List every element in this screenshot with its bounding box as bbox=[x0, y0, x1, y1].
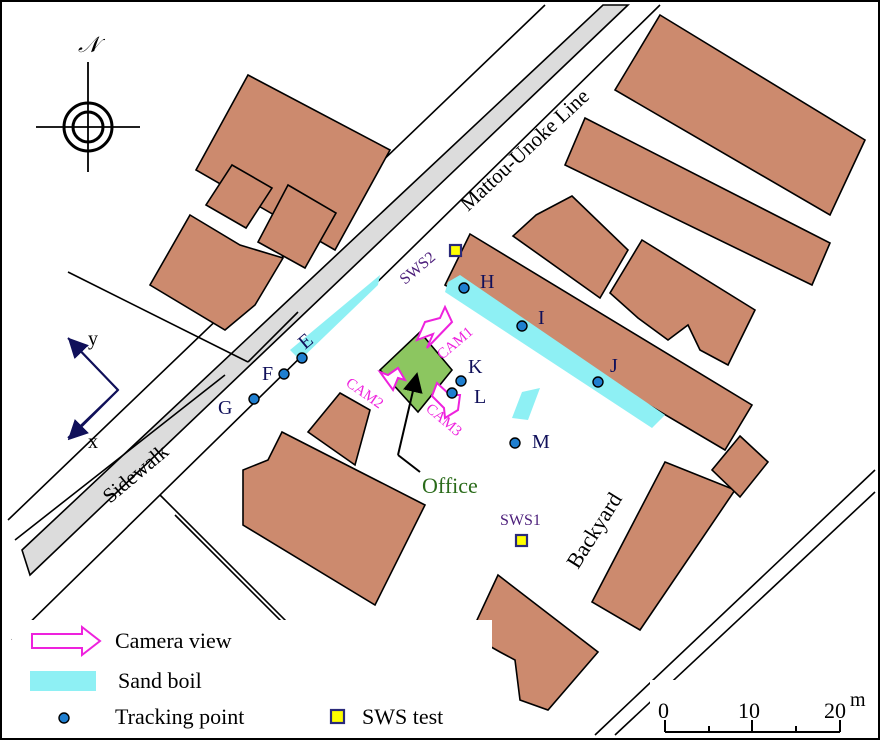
scale-tick-0: 0 bbox=[658, 698, 669, 723]
tracking-point-m bbox=[509, 437, 521, 449]
sws1-marker bbox=[514, 533, 529, 548]
scale-tick-10: 10 bbox=[738, 698, 760, 723]
label-k: K bbox=[468, 356, 483, 378]
cam1-arrow bbox=[415, 304, 454, 349]
sws2-marker bbox=[448, 243, 463, 258]
tracking-point-f bbox=[278, 368, 290, 380]
tracking-points: H I J K L M E F G bbox=[218, 271, 618, 453]
scale-bar: 0 10 20 m bbox=[650, 680, 878, 738]
tracking-point-e bbox=[296, 352, 308, 364]
cam2-arrow bbox=[377, 366, 408, 393]
axis-x-label: x bbox=[88, 431, 98, 453]
legend-sandboil-icon bbox=[30, 671, 96, 691]
legend-camera-label: Camera view bbox=[115, 628, 232, 653]
legend-camera-icon bbox=[31, 624, 102, 658]
legend-tracking-icon bbox=[58, 712, 70, 724]
tracking-point-g bbox=[248, 393, 260, 405]
sand-boils bbox=[290, 275, 665, 428]
label-f: F bbox=[262, 363, 273, 385]
label-j: J bbox=[610, 355, 618, 377]
sws1-label: SWS1 bbox=[500, 512, 541, 529]
legend-sandboil-label: Sand boil bbox=[118, 668, 202, 693]
legend-sws-icon bbox=[329, 708, 346, 725]
axis-y-label: y bbox=[88, 328, 98, 350]
legend-tracking-label: Tracking point bbox=[115, 704, 244, 729]
legend: Camera view Sand boil Tracking point SWS… bbox=[12, 620, 492, 736]
label-g: G bbox=[218, 397, 232, 419]
scale-unit: m bbox=[850, 689, 866, 711]
local-axes: y x bbox=[67, 328, 120, 453]
tracking-point-i bbox=[516, 320, 528, 332]
buildings bbox=[148, 13, 867, 711]
sidewalk-band bbox=[21, 4, 630, 577]
tracking-point-l bbox=[446, 387, 458, 399]
label-l: L bbox=[474, 386, 486, 408]
tracking-point-j bbox=[592, 376, 604, 388]
tracking-point-h bbox=[458, 282, 470, 294]
office-pointer bbox=[397, 372, 423, 456]
label-i: I bbox=[538, 307, 545, 329]
scale-tick-20: 20 bbox=[824, 698, 846, 723]
office-label: Office bbox=[422, 473, 478, 498]
legend-sws-label: SWS test bbox=[362, 704, 443, 729]
label-h: H bbox=[480, 271, 494, 293]
label-m: M bbox=[532, 431, 550, 453]
tracking-point-k bbox=[455, 375, 467, 387]
